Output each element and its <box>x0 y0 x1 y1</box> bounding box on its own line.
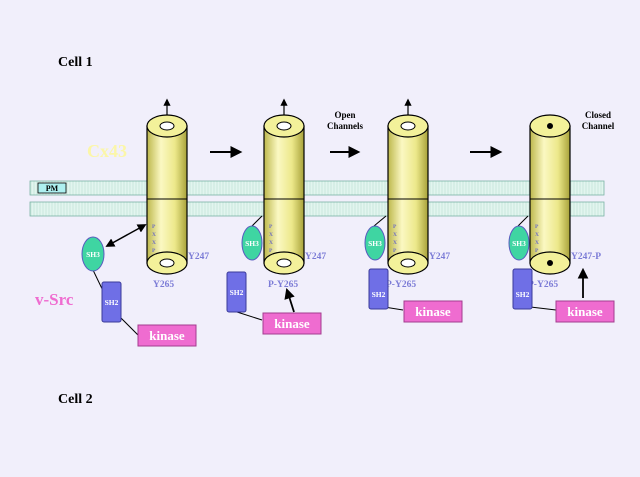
closed-pore <box>547 260 553 266</box>
kinase-domain <box>555 300 615 323</box>
tyr247-label: Y247 <box>305 252 326 262</box>
sh3-label: SH3 <box>245 239 259 248</box>
motif-p1: P <box>535 224 539 230</box>
motif-x2: X <box>269 240 273 246</box>
motif-x2: X <box>535 240 539 246</box>
motif-p1: P <box>269 224 273 230</box>
sh2-label: SH2 <box>516 290 530 299</box>
sh3-domain <box>241 225 263 261</box>
pm-label: PM <box>46 184 59 193</box>
sh3-binding-arrow <box>105 224 147 247</box>
connexon-cylinder <box>263 125 305 264</box>
kinase-label: kinase <box>274 316 310 331</box>
motif-p2: P <box>535 248 539 254</box>
sh3-domain <box>81 236 105 272</box>
tyr247-label: Y247 <box>429 252 450 262</box>
open-pore <box>159 121 175 131</box>
cell-1-label: Cell 1 <box>58 55 93 70</box>
closed-channel-line-1: Closed <box>585 110 611 120</box>
open-pore <box>159 258 175 268</box>
motif-x2: X <box>152 240 156 246</box>
tyr247-label: Y247-P <box>571 252 601 262</box>
kinase-domain <box>262 312 322 335</box>
sh2-domain <box>512 268 533 310</box>
connexon-cylinder <box>387 125 429 264</box>
motif-x2: X <box>393 240 397 246</box>
open-pore <box>276 258 292 268</box>
tyr265-label: Y265 <box>153 280 174 290</box>
connexon-cylinder <box>146 125 188 264</box>
sh3-label: SH3 <box>368 239 382 248</box>
tyr265-label: P-Y265 <box>528 280 558 290</box>
channel-panel-2: P X X P Y247 P-Y265 SH3 SH2 kinase <box>226 98 326 335</box>
motif-p2: P <box>393 248 397 254</box>
sh2-domain <box>368 268 389 310</box>
motif-p2: P <box>269 248 273 254</box>
sh2-domain <box>226 271 247 313</box>
open-pore <box>400 258 416 268</box>
membrane-bottom-layer <box>29 201 605 217</box>
sh3-label: SH3 <box>86 250 100 259</box>
linker-sh2-kinase <box>120 317 139 336</box>
channel-panel-4: P X X P Y247-P P-Y265 SH3 SH2 kinase <box>508 114 615 323</box>
sh2-domain <box>101 281 122 323</box>
motif-x1: X <box>152 232 156 238</box>
kinase-label: kinase <box>415 304 451 319</box>
pm-badge <box>37 182 67 194</box>
channel-panel-1: P X X P Y247 Y265 SH3 SH2 kinase <box>81 98 209 347</box>
cx43-label: Cx43 <box>87 141 127 161</box>
tyr265-label: P-Y265 <box>386 280 416 290</box>
kinase-label: kinase <box>149 328 185 343</box>
phospho-arrow <box>284 287 295 313</box>
closed-channel-line-2: Channel <box>582 121 615 131</box>
tyr265-label: P-Y265 <box>268 280 298 290</box>
kinase-domain <box>137 324 197 347</box>
sh3-tether <box>517 215 529 227</box>
open-channels-line-2: Channels <box>327 121 364 131</box>
linker-sh2-kinase <box>236 311 263 321</box>
open-pore <box>400 121 416 131</box>
cell-2-label: Cell 2 <box>58 392 93 407</box>
channel-panel-3: P X X P Y247 P-Y265 SH3 SH2 kinase <box>364 98 463 323</box>
open-pore <box>276 121 292 131</box>
membrane-top-layer <box>29 180 605 196</box>
motif-p1: P <box>152 224 156 230</box>
sh3-tether <box>251 215 263 227</box>
open-channels-line-1: Open <box>334 110 355 120</box>
motif-x1: X <box>269 232 273 238</box>
sh3-domain <box>364 225 386 261</box>
closed-pore <box>547 123 553 129</box>
motif-p1: P <box>393 224 397 230</box>
sh2-label: SH2 <box>230 288 244 297</box>
kinase-domain <box>403 300 463 323</box>
motif-p2: P <box>152 248 156 254</box>
tyr247-label: Y247 <box>188 252 209 262</box>
vsrc-label: v-Src <box>35 290 74 309</box>
sh2-label: SH2 <box>372 290 386 299</box>
sh3-domain <box>508 225 530 261</box>
motif-x1: X <box>393 232 397 238</box>
motif-x1: X <box>535 232 539 238</box>
sh3-label: SH3 <box>512 239 526 248</box>
sh2-label: SH2 <box>105 298 119 307</box>
sh3-tether <box>373 215 387 227</box>
kinase-label: kinase <box>567 304 603 319</box>
